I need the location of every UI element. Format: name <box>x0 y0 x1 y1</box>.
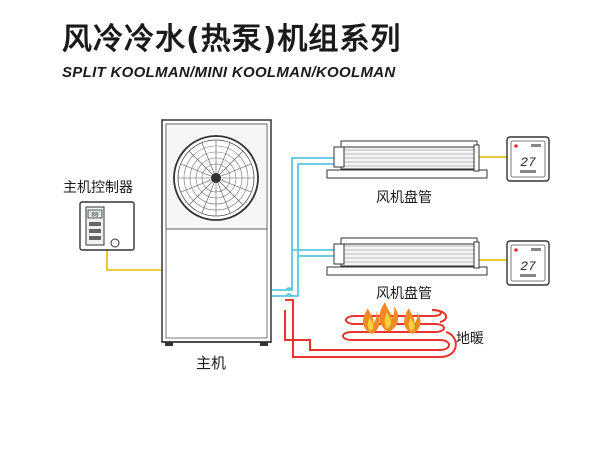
controller-icon <box>79 201 135 251</box>
fan-coil-unit-lower <box>326 237 488 276</box>
flame-icon <box>363 302 421 334</box>
page-subtitle: SPLIT KOOLMAN/MINI KOOLMAN/KOOLMAN <box>62 64 396 81</box>
main-controller-label: 主机控制器 <box>63 180 133 196</box>
main-unit-label: 主机 <box>196 354 227 372</box>
thermostat-icon <box>506 136 550 182</box>
fan-coil-unit-upper <box>326 140 488 179</box>
floor-heating-label: 地暖 <box>456 331 484 347</box>
control-wiring <box>106 156 507 271</box>
fan-coil-lower-label: 风机盘管 <box>376 286 432 302</box>
controller-display: 88 <box>91 212 99 219</box>
page-title: 风冷冷水(热泵)机组系列 <box>62 22 402 57</box>
thermostat-icon <box>506 240 550 286</box>
thermostat-lower-reading: 27 <box>520 259 536 274</box>
floor-heating-loop <box>284 299 457 358</box>
fan-icon <box>173 135 259 221</box>
thermostat-upper-reading: 27 <box>520 155 536 170</box>
fan-coil-upper-label: 风机盘管 <box>376 190 432 206</box>
